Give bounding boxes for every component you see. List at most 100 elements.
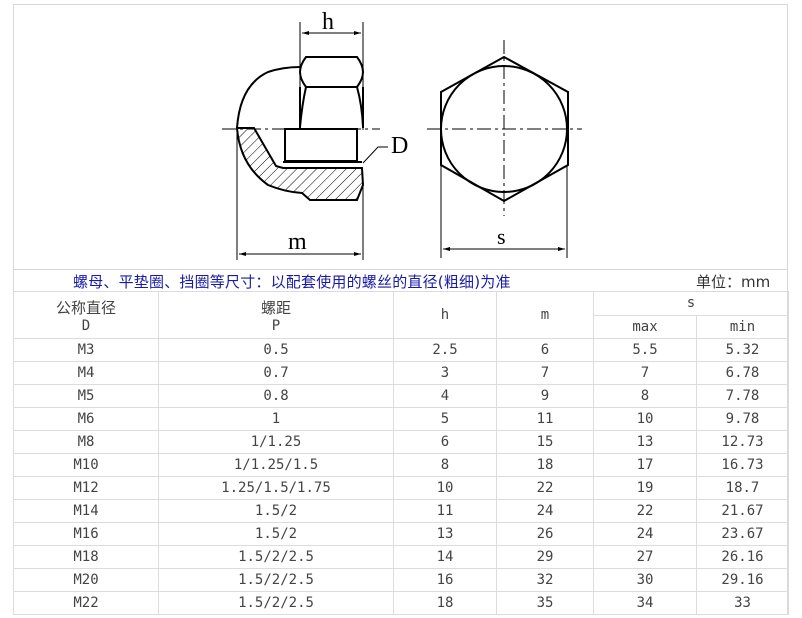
cell-P: 1/1.25 — [158, 430, 394, 454]
header-P-cn: 螺距 — [260, 298, 291, 317]
cell-D: M3 — [13, 338, 159, 362]
cell-P: 1.5/2/2.5 — [158, 591, 394, 615]
cell-s-min: 7.78 — [696, 384, 789, 408]
cell-m: 35 — [496, 591, 594, 615]
cell-h: 14 — [393, 545, 497, 569]
cell-m: 15 — [496, 430, 594, 454]
header-m: m — [496, 291, 594, 339]
cell-s-max: 34 — [593, 591, 697, 615]
cell-s-min: 29.16 — [696, 568, 789, 592]
cell-s-min: 23.67 — [696, 522, 789, 546]
cap-nut-drawing: h D m s — [0, 0, 802, 268]
cell-h: 16 — [393, 568, 497, 592]
cell-h: 5 — [393, 407, 497, 431]
cell-s-min: 21.67 — [696, 499, 789, 523]
cell-D: M20 — [13, 568, 159, 592]
cell-s-min: 12.73 — [696, 430, 789, 454]
cell-h: 10 — [393, 476, 497, 500]
cell-D: M4 — [13, 361, 159, 385]
cell-h: 6 — [393, 430, 497, 454]
cell-P: 1.5/2 — [158, 522, 394, 546]
cell-s-max: 5.5 — [593, 338, 697, 362]
cell-D: M14 — [13, 499, 159, 523]
cell-m: 22 — [496, 476, 594, 500]
cell-s-max: 27 — [593, 545, 697, 569]
cell-s-min: 9.78 — [696, 407, 789, 431]
cell-s-max: 30 — [593, 568, 697, 592]
cell-m: 32 — [496, 568, 594, 592]
header-D: 公称直径 D — [13, 291, 159, 339]
cell-h: 2.5 — [393, 338, 497, 362]
side-view — [222, 22, 388, 260]
cell-h: 13 — [393, 522, 497, 546]
header-P-sym: P — [271, 317, 281, 334]
cell-s-max: 22 — [593, 499, 697, 523]
cell-h: 18 — [393, 591, 497, 615]
cell-h: 4 — [393, 384, 497, 408]
cell-s-max: 8 — [593, 384, 697, 408]
unit-label: 单位：mm — [696, 273, 771, 291]
cell-s-max: 13 — [593, 430, 697, 454]
cell-m: 18 — [496, 453, 594, 477]
cell-P: 0.8 — [158, 384, 394, 408]
cell-m: 29 — [496, 545, 594, 569]
cell-D: M5 — [13, 384, 159, 408]
cell-s-max: 17 — [593, 453, 697, 477]
cell-s-min: 33 — [696, 591, 789, 615]
header-s-min: min — [696, 314, 789, 339]
cell-P: 1.5/2 — [158, 499, 394, 523]
cell-s-max: 10 — [593, 407, 697, 431]
label-h: h — [322, 9, 334, 35]
cell-m: 9 — [496, 384, 594, 408]
cell-s-min: 6.78 — [696, 361, 789, 385]
label-m: m — [288, 229, 307, 255]
header-h: h — [393, 291, 497, 339]
cell-s-min: 26.16 — [696, 545, 789, 569]
cell-P: 1 — [158, 407, 394, 431]
cell-D: M6 — [13, 407, 159, 431]
label-D: D — [391, 133, 408, 159]
label-s: s — [497, 224, 506, 249]
cell-m: 24 — [496, 499, 594, 523]
technical-drawing-svg: h D m s — [222, 9, 582, 260]
table-title-row: 螺母、平垫圈、挡圈等尺寸：以配套使用的螺丝的直径(粗细)为准 单位：mm — [13, 269, 788, 292]
cell-P: 1/1.25/1.5 — [158, 453, 394, 477]
header-D-cn: 公称直径 — [55, 298, 116, 317]
cell-P: 1.25/1.5/1.75 — [158, 476, 394, 500]
header-P: 螺距 P — [158, 291, 394, 339]
header-D-sym: D — [81, 317, 91, 334]
cell-m: 11 — [496, 407, 594, 431]
cell-D: M12 — [13, 476, 159, 500]
top-view — [427, 40, 582, 258]
header-s: s — [593, 291, 789, 316]
header-s-max: max — [593, 314, 697, 339]
cell-D: M18 — [13, 545, 159, 569]
cell-m: 7 — [496, 361, 594, 385]
cell-P: 0.7 — [158, 361, 394, 385]
cell-D: M10 — [13, 453, 159, 477]
cell-h: 3 — [393, 361, 497, 385]
cell-s-max: 24 — [593, 522, 697, 546]
cell-s-max: 7 — [593, 361, 697, 385]
cell-D: M16 — [13, 522, 159, 546]
cell-s-min: 18.7 — [696, 476, 789, 500]
cell-s-max: 19 — [593, 476, 697, 500]
table-title: 螺母、平垫圈、挡圈等尺寸：以配套使用的螺丝的直径(粗细)为准 — [73, 273, 511, 291]
cell-h: 11 — [393, 499, 497, 523]
cell-s-min: 16.73 — [696, 453, 789, 477]
cell-m: 26 — [496, 522, 594, 546]
cell-P: 0.5 — [158, 338, 394, 362]
cell-s-min: 5.32 — [696, 338, 789, 362]
